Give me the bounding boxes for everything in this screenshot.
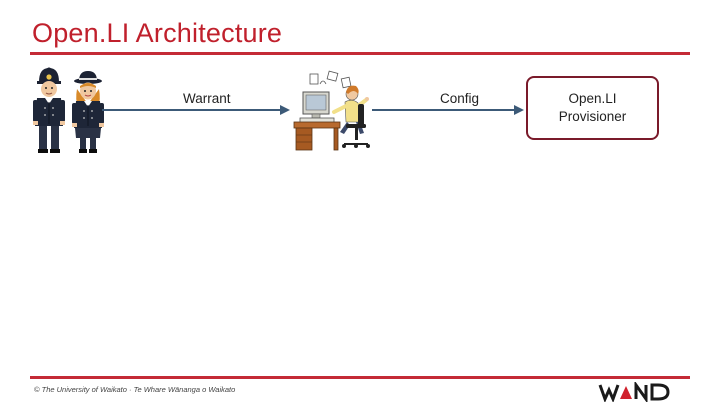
provisioner-node: Open.LI Provisioner — [526, 76, 659, 140]
warrant-arrow — [102, 105, 290, 115]
wand-logo — [598, 382, 670, 402]
config-label: Config — [440, 91, 480, 106]
config-arrow — [372, 105, 524, 115]
provisioner-line2: Provisioner — [558, 109, 627, 124]
page-title: Open.LI Architecture — [32, 18, 283, 48]
office-worker-computer-icon — [293, 70, 370, 151]
warrant-label: Warrant — [183, 91, 231, 106]
police-officers-icon — [33, 67, 104, 153]
title-divider — [30, 52, 690, 55]
footer-copyright: © The University of Waikato · Te Whare W… — [34, 385, 236, 394]
provisioner-line1: Open.LI — [568, 91, 617, 106]
footer-divider — [30, 376, 690, 379]
